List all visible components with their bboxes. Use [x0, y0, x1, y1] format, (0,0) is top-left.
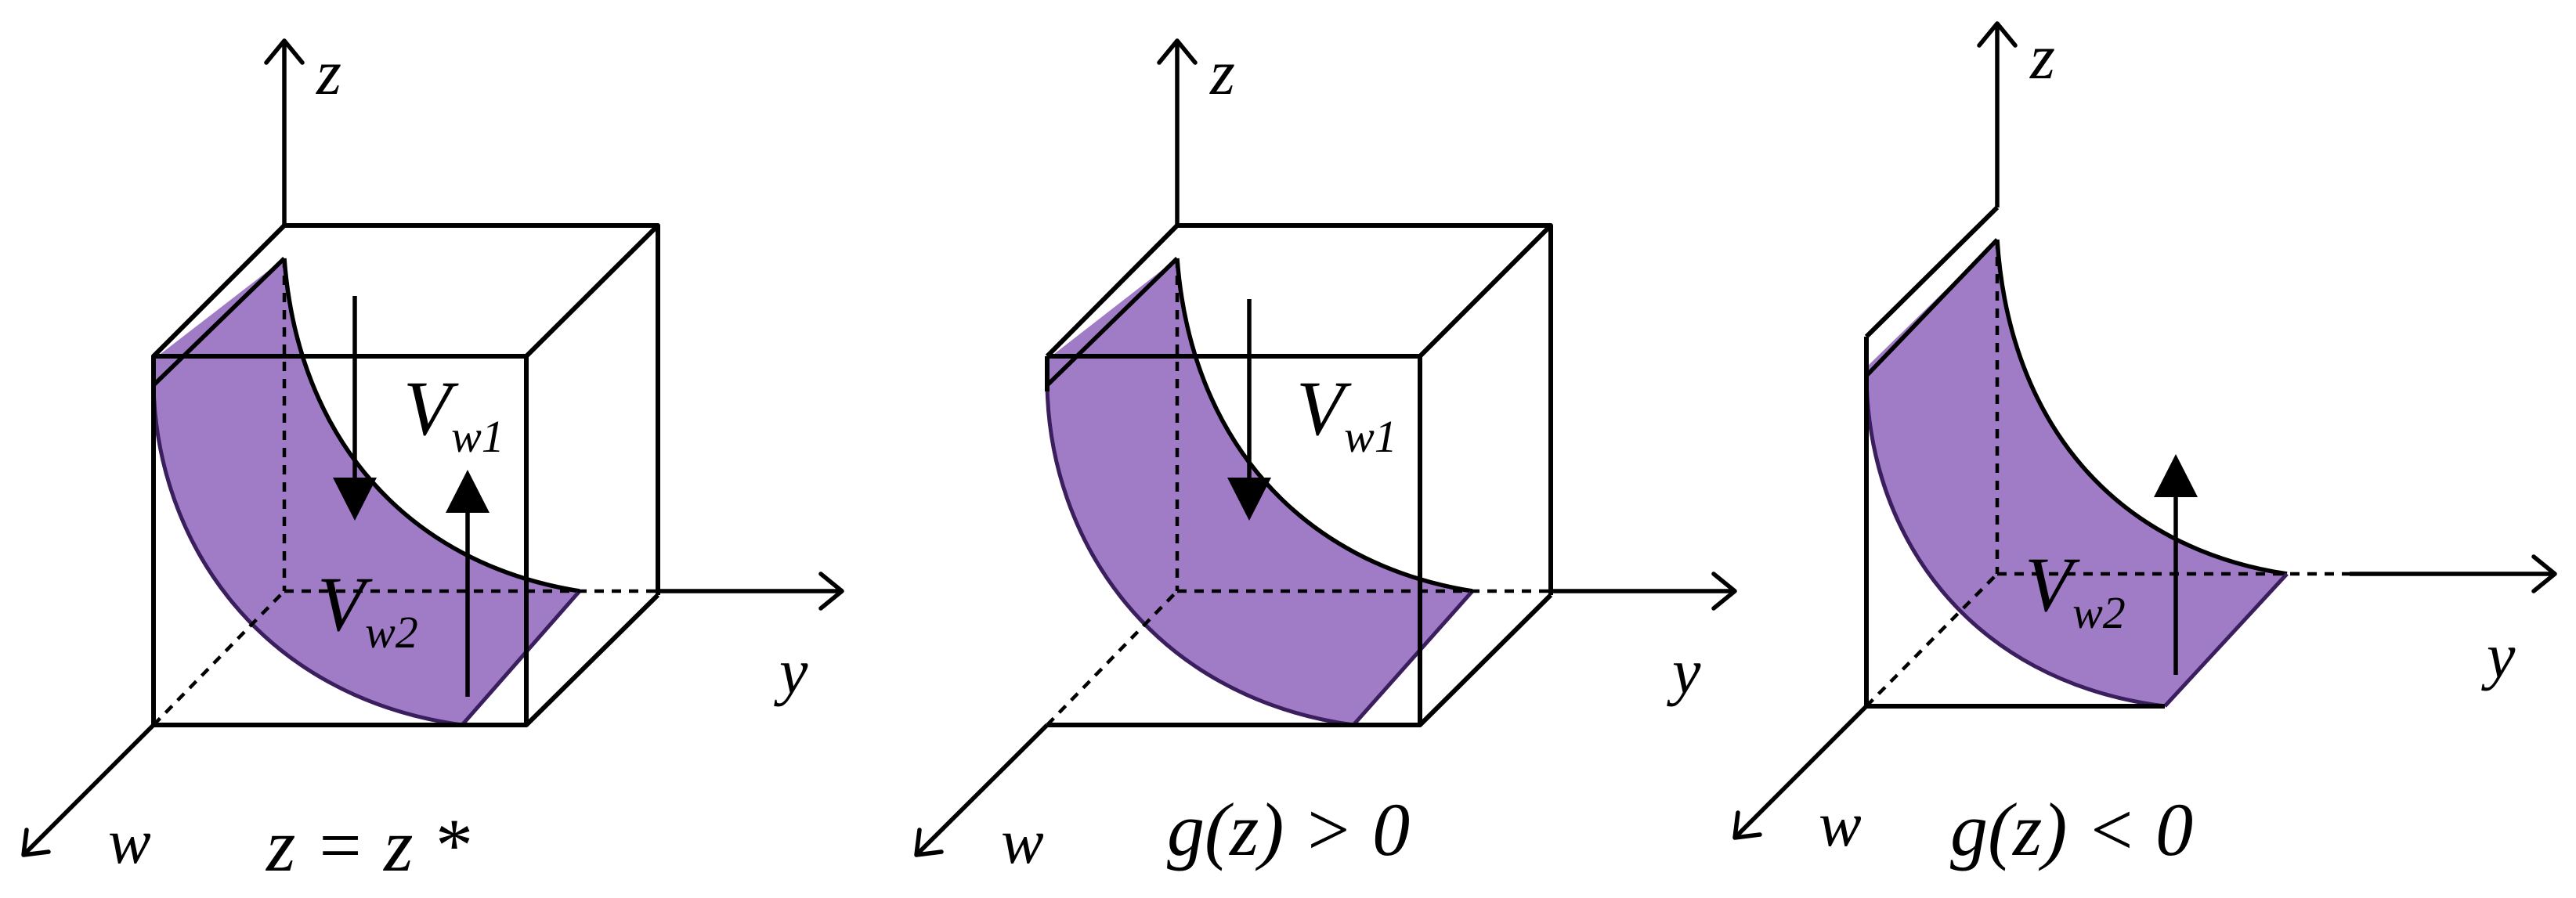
caption-panel-1: z = z * [265, 803, 470, 887]
z-axis-arrowhead [1157, 38, 1198, 65]
surface-top-edge [1046, 257, 1179, 387]
cube-top-left-edge [1864, 205, 2000, 339]
surface-bottom-edge [2163, 572, 2289, 708]
cube-front-face [1047, 354, 1422, 727]
flow-arrow-down-head [333, 478, 377, 521]
hidden-depth-edge [152, 590, 286, 727]
y-axis-label: y [2481, 620, 2516, 691]
w-axis-label: w [1819, 788, 1862, 860]
surface-front-rim [151, 384, 463, 727]
cube-bottom-right-edge [1418, 593, 1553, 727]
y-axis-arrowhead [818, 572, 844, 611]
hidden-depth-edge [1046, 590, 1179, 727]
w-axis-arrowhead [21, 828, 51, 857]
z-axis-label: z [316, 37, 341, 108]
surface-top-edge [1865, 238, 1999, 377]
caption-panel-2: g(z) > 0 [1167, 788, 1410, 871]
flow-arrow-down-head [1227, 478, 1271, 521]
purple-surface [1866, 240, 2287, 706]
surface-back-curve [1995, 239, 2288, 576]
panel-1: z y w Vw1 Vw2 z = z * [21, 37, 844, 887]
z-axis-arrowhead [264, 38, 305, 65]
surface-bottom-edge [461, 590, 581, 727]
panel-3: z y w Vw2 g(z) < 0 [1732, 21, 2557, 871]
z-axis-arrowhead [1977, 21, 2018, 48]
w-axis [915, 723, 1049, 857]
flow-label-v-w1: Vw1 [1296, 365, 1397, 462]
panel-2: z y w Vw1 g(z) > 0 [914, 37, 1737, 877]
cube-bottom-right-edge [524, 593, 660, 727]
flow-label-v-w2: Vw2 [2025, 541, 2126, 638]
surface-front-rim [1864, 375, 2166, 709]
cube-top-face [151, 223, 660, 359]
w-axis-arrowhead [1732, 810, 1762, 840]
y-axis-label: y [1667, 636, 1701, 707]
surface-bottom-edge [1352, 590, 1474, 727]
w-axis [1733, 705, 1868, 839]
hidden-depth-edge [1865, 572, 1999, 708]
w-axis [22, 723, 155, 857]
z-axis-label: z [1209, 37, 1235, 108]
surface-top-edge [152, 257, 286, 387]
cube-top-face [1045, 223, 1553, 359]
w-axis-label: w [108, 806, 151, 877]
flow-label-v-w2: Vw2 [317, 561, 418, 658]
z-axis-label: z [2029, 21, 2055, 92]
caption-panel-3: g(z) < 0 [1950, 788, 2193, 871]
y-axis-arrowhead [1711, 572, 1737, 611]
y-axis-label: y [774, 636, 808, 707]
flow-arrow-up-head [446, 470, 490, 513]
flow-label-v-w1: Vw1 [403, 365, 504, 462]
surface-front-rim [1045, 384, 1354, 727]
y-axis-arrowhead [2531, 554, 2557, 593]
w-axis-arrowhead [914, 828, 944, 857]
w-axis-label: w [1001, 806, 1044, 877]
flow-arrow-up-head [2154, 454, 2198, 497]
